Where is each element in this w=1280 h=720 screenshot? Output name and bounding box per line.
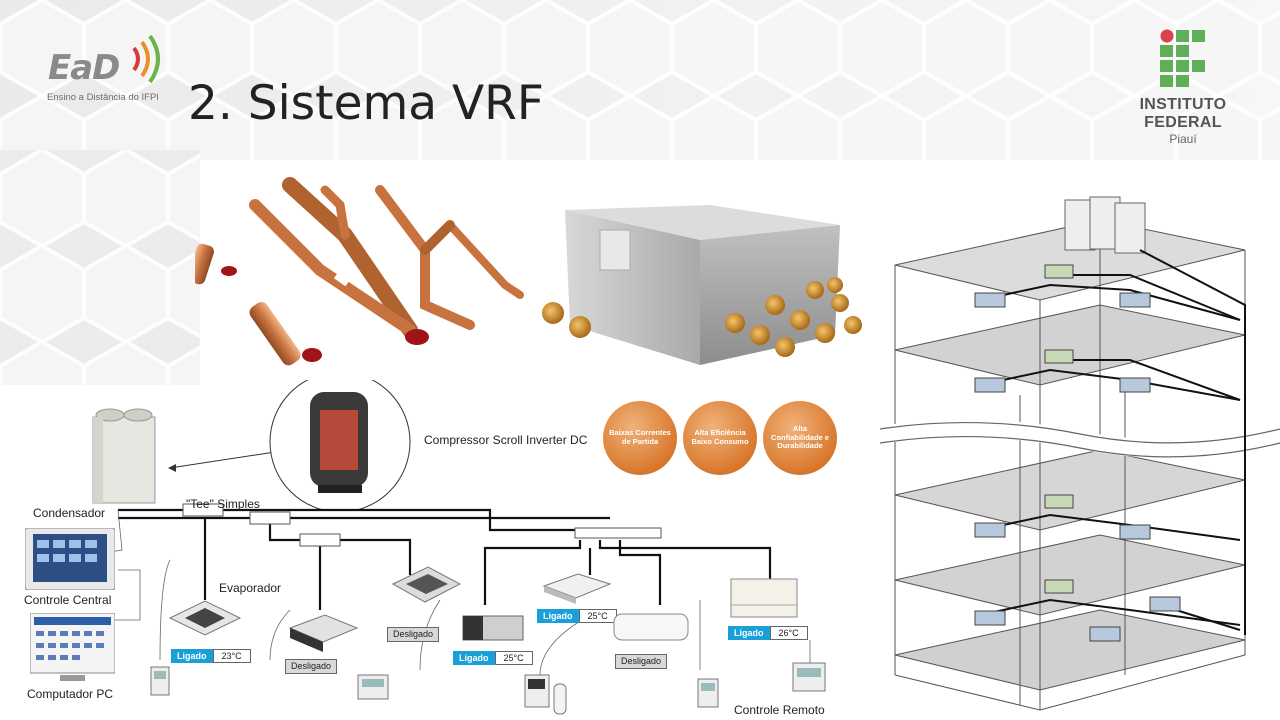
if-name-line1: INSTITUTO <box>1139 96 1227 113</box>
status-on: Ligado <box>171 649 213 663</box>
remote-control-image <box>697 678 719 708</box>
four-way-cassette-image <box>391 566 462 603</box>
benefit-badge: Alta Eficiência Baixo Consumo <box>683 401 757 475</box>
instituto-federal-logo: INSTITUTO FEDERAL Piauí <box>1128 26 1238 151</box>
remote-control-image <box>357 674 389 700</box>
benefit-badge: Alta Confiabilidade e Durabilidade <box>763 401 837 475</box>
condenser-label: Condensador <box>33 506 106 520</box>
evaporator-label: Evaporador <box>219 581 282 595</box>
floor-unit-image <box>730 578 798 618</box>
condenser-unit-image <box>92 408 156 504</box>
duct-unit-image <box>462 615 524 641</box>
remote-control-image <box>150 666 170 696</box>
piping-network <box>109 503 811 676</box>
ceiling-suspended-image <box>542 573 612 604</box>
status-on: Ligado <box>537 609 579 623</box>
temp-readout: 26°C <box>769 626 808 640</box>
temp-readout: 25°C <box>494 651 533 665</box>
remote-control-image <box>792 662 826 692</box>
pc-image <box>30 613 115 681</box>
status-off-badge: Desligado <box>615 654 668 669</box>
status-off-badge: Desligado <box>387 627 440 642</box>
cassette-unit-image <box>168 600 242 636</box>
remote-control-label: Controle Remoto <box>734 703 825 717</box>
status-on: Ligado <box>453 651 495 665</box>
pc-label: Computador PC <box>27 687 114 701</box>
page-title: 2. Sistema VRF <box>188 76 544 131</box>
ead-logo: EaD Ensino a Distância do IFPI <box>44 30 184 110</box>
ead-tagline: Ensino a Distância do IFPI <box>47 92 159 103</box>
copper-branch-pipes-image <box>195 177 524 366</box>
building-schematic <box>880 196 1280 711</box>
status-off-badge: Desligado <box>285 659 338 674</box>
compressor-label: Compressor Scroll Inverter DC <box>424 433 588 447</box>
central-control-image <box>25 528 115 590</box>
central-control-label: Controle Central <box>24 593 112 607</box>
status-on: Ligado <box>728 626 770 640</box>
benefit-badge: Baixas Correntes de Partida <box>603 401 677 475</box>
if-name-line3: Piauí <box>1169 132 1197 146</box>
hexagon-background-left <box>0 150 200 385</box>
if-name-line2: FEDERAL <box>1144 114 1222 131</box>
temp-readout: 25°C <box>578 609 617 623</box>
branch-box-image <box>542 205 862 365</box>
temp-readout: 23°C <box>212 649 251 663</box>
wall-split-image <box>613 613 689 641</box>
remote-control-image <box>524 674 567 715</box>
signal-waves-icon <box>132 34 160 84</box>
if-grid-icon <box>1160 29 1205 87</box>
hexagon-background <box>0 0 1280 160</box>
tee-label: "Tee" Simples <box>186 497 260 511</box>
ead-logo-text: EaD <box>48 48 120 88</box>
ceiling-cassette-image <box>288 614 359 652</box>
compressor-callout <box>168 380 411 510</box>
